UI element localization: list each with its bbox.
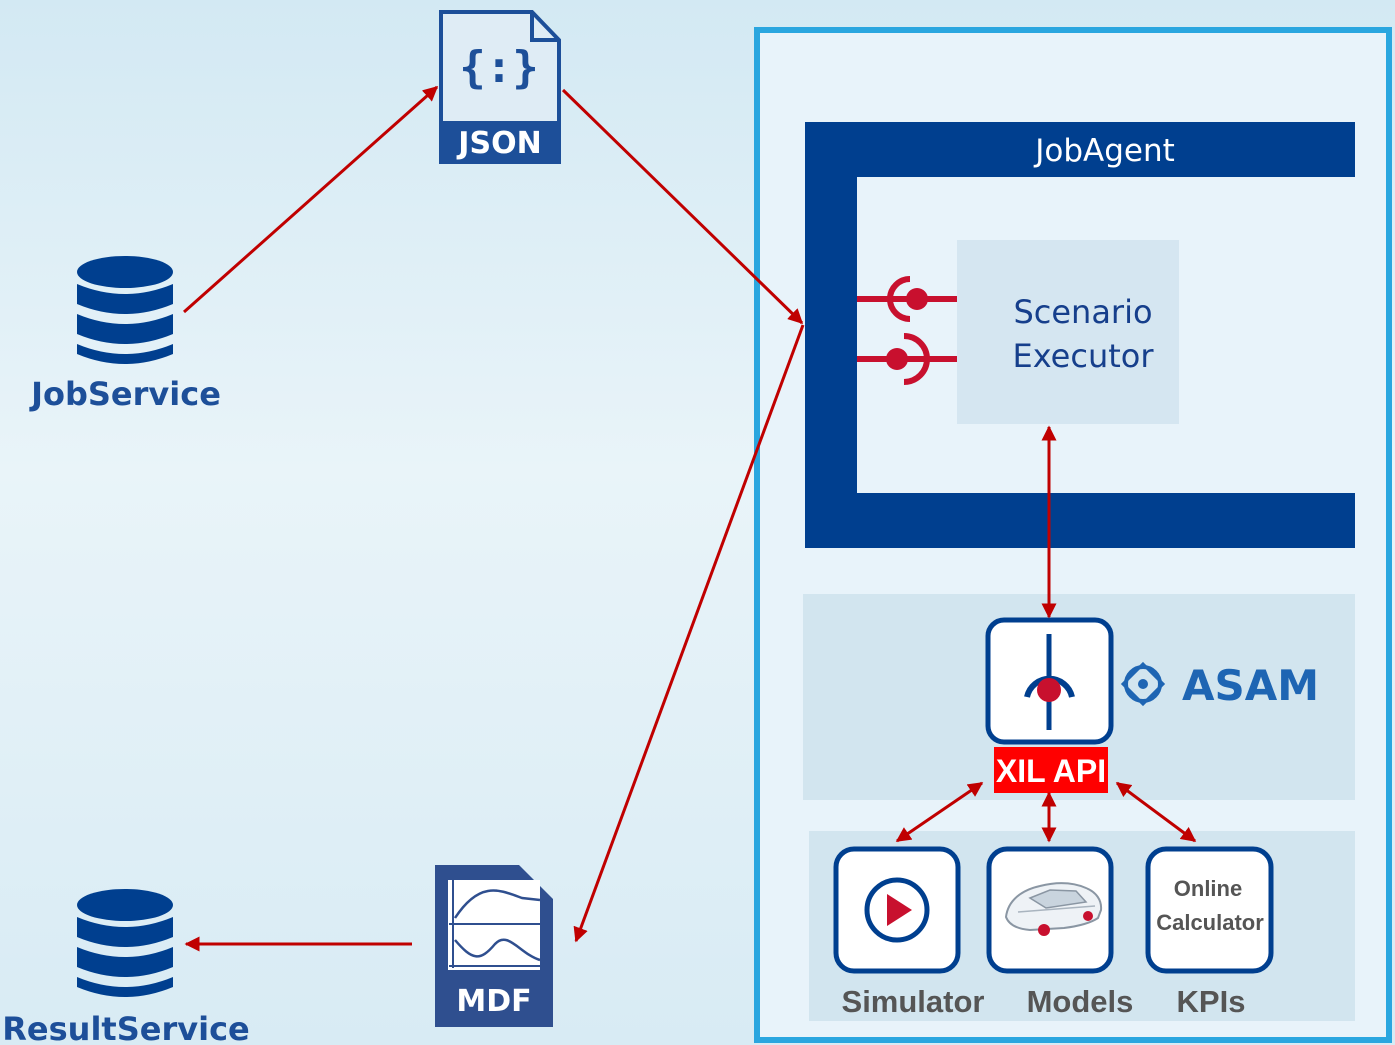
- executor-label-line1: Scenario: [1013, 293, 1152, 331]
- data-flow-arrows: [183, 85, 1197, 952]
- asam-logo-icon: [1120, 661, 1166, 707]
- kpi-icon-line1: Online: [1174, 876, 1242, 901]
- simulator-label: Simulator: [842, 984, 985, 1019]
- interface-socket-icon: [857, 276, 957, 385]
- executor-label-line2: Executor: [1012, 337, 1154, 375]
- models-tool[interactable]: [986, 846, 1114, 974]
- play-icon: [864, 877, 930, 943]
- car-icon: [1004, 882, 1103, 936]
- scenario-executor[interactable]: Scenario Executor: [957, 240, 1179, 424]
- job-service-database[interactable]: JobService: [29, 256, 221, 413]
- json-file-icon[interactable]: {:} JSON: [439, 10, 561, 164]
- json-glyph: {:}: [459, 42, 538, 93]
- mdf-label: MDF: [456, 984, 531, 1019]
- xil-label-background: [994, 747, 1108, 793]
- database-icon: [77, 889, 173, 997]
- kpi-tool[interactable]: Online Calculator: [1145, 846, 1274, 974]
- kpis-label: KPIs: [1177, 984, 1246, 1019]
- result-service-database[interactable]: ResultService: [2, 889, 250, 1045]
- result-service-label: ResultService: [2, 1010, 249, 1045]
- xil-interface-icon[interactable]: [985, 617, 1114, 745]
- xil-label: XIL API: [996, 753, 1106, 789]
- asam-brand-text: ASAM: [1182, 661, 1319, 710]
- job-service-label: JobService: [29, 375, 221, 413]
- json-label: JSON: [456, 126, 541, 161]
- simulator-tool[interactable]: [833, 846, 961, 974]
- mdf-file-icon[interactable]: MDF: [435, 865, 553, 1027]
- job-agent-block: JobAgent: [805, 122, 1355, 548]
- database-icon: [77, 256, 173, 364]
- kpi-icon-line2: Calculator: [1156, 910, 1264, 935]
- job-agent-title: JobAgent: [1033, 133, 1175, 169]
- models-label: Models: [1027, 984, 1134, 1019]
